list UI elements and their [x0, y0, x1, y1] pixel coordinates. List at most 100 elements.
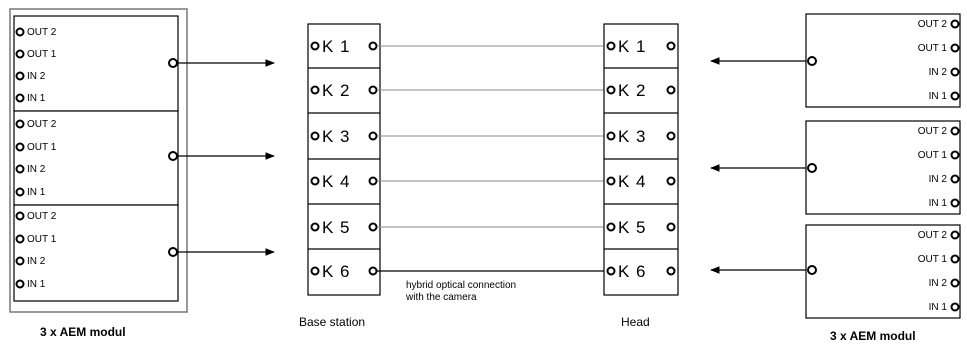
- left-module-1-output-port: [168, 58, 178, 68]
- right-group-caption: 3 x AEM modul: [830, 329, 916, 343]
- left-module-2-port-in1: [15, 187, 25, 197]
- left-module-1-label-out1: OUT 1: [27, 49, 57, 60]
- left-aem-module-2: OUT 2 OUT 1 IN 2 IN 1: [13, 110, 179, 206]
- head-k3-label: K 3: [618, 127, 647, 146]
- right-module-1-port-in2: [950, 67, 960, 77]
- right-module-2-label-in2: IN 2: [929, 174, 948, 185]
- right-module-3-port-out2: [950, 230, 960, 240]
- left-module-3-label-in2: IN 2: [27, 256, 46, 267]
- right-module-2-label-out2: OUT 2: [918, 126, 948, 137]
- left-aem-module-2-frame: [13, 110, 179, 206]
- left-module-3-port-out2: [15, 211, 25, 221]
- base-station-caption: Base station: [299, 315, 365, 329]
- right-module-3-label-out1: OUT 1: [918, 254, 948, 265]
- right-module-1-port-out1: [950, 43, 960, 53]
- head-k5-label: K 5: [618, 218, 647, 237]
- head-k1-label: K 1: [618, 37, 647, 56]
- base-k6-out-port: [368, 266, 378, 276]
- base-k5-out-port: [368, 222, 378, 232]
- left-module-1-port-out2: [15, 27, 25, 37]
- left-module-2-port-in2: [15, 164, 25, 174]
- right-module-1-label-in1: IN 1: [929, 91, 948, 102]
- left-module-2-label-in1: IN 1: [27, 187, 46, 198]
- head-k6-label: K 6: [618, 262, 647, 281]
- base-k3-in-port: [310, 131, 320, 141]
- left-group-caption: 3 x AEM modul: [40, 325, 126, 339]
- left-module-3-label-in1: IN 1: [27, 279, 46, 290]
- base-k6-in-port: [310, 266, 320, 276]
- right-module-3-port-out1: [950, 254, 960, 264]
- right-module-2-label-out1: OUT 1: [918, 150, 948, 161]
- base-k3-label: K 3: [322, 127, 351, 146]
- right-module-1-label-in2: IN 2: [929, 67, 948, 78]
- right-module-2-port-out2: [950, 126, 960, 136]
- head-k1-in-port: [606, 41, 616, 51]
- left-module-2-port-out2: [15, 119, 25, 129]
- head-k4-in-port: [606, 176, 616, 186]
- left-module-3-label-out1: OUT 1: [27, 234, 57, 245]
- left-module-2-output-port: [168, 151, 178, 161]
- head-k6-out-port: [666, 266, 676, 276]
- right-module-2-input-port: [807, 163, 817, 173]
- right-module-1-port-out2: [950, 19, 960, 29]
- left-module-2-port-out1: [15, 142, 25, 152]
- connection-note-line-1: hybrid optical connection: [406, 280, 516, 291]
- left-module-3-port-in2: [15, 256, 25, 266]
- head-k4-label: K 4: [618, 172, 647, 191]
- right-module-2-label-in1: IN 1: [929, 198, 948, 209]
- right-aem-module-3-frame: [805, 224, 961, 319]
- right-aem-module-3: OUT 2 OUT 1 IN 2 IN 1: [805, 224, 961, 319]
- head-k6-in-port: [606, 266, 616, 276]
- right-module-2-port-out1: [950, 150, 960, 160]
- head: K 1 K 2 K 3 K 4 K 5 K 6 Head: [603, 23, 679, 329]
- right-aem-group: OUT 2 OUT 1 IN 2 IN 1 OUT 2 OUT 1 IN 2 I…: [805, 13, 961, 343]
- left-module-1-label-in2: IN 2: [27, 71, 46, 82]
- head-k2-label: K 2: [618, 81, 647, 100]
- right-module-3-port-in1: [950, 302, 960, 312]
- base-k1-in-port: [310, 41, 320, 51]
- left-module-3-port-in1: [15, 279, 25, 289]
- left-module-2-label-in2: IN 2: [27, 164, 46, 175]
- base-station: K 1 K 2 K 3 K 4 K 5 K 6 Base station: [299, 23, 381, 329]
- left-module-3-label-out2: OUT 2: [27, 211, 57, 222]
- right-module-1-input-port: [807, 56, 817, 66]
- base-k4-in-port: [310, 176, 320, 186]
- right-module-3-port-in2: [950, 278, 960, 288]
- right-aem-module-2-frame: [805, 120, 961, 215]
- base-k5-label: K 5: [322, 218, 351, 237]
- head-k1-out-port: [666, 41, 676, 51]
- head-k3-out-port: [666, 131, 676, 141]
- head-k2-in-port: [606, 85, 616, 95]
- right-aem-module-1-frame: [805, 13, 961, 108]
- base-k3-out-port: [368, 131, 378, 141]
- base-k2-label: K 2: [322, 81, 351, 100]
- base-k2-in-port: [310, 85, 320, 95]
- left-module-2-label-out1: OUT 1: [27, 142, 57, 153]
- base-k1-label: K 1: [322, 37, 351, 56]
- head-k2-out-port: [666, 85, 676, 95]
- head-k3-in-port: [606, 131, 616, 141]
- left-aem-module-3: OUT 2 OUT 1 IN 2 IN 1: [13, 204, 179, 302]
- left-module-1-port-in2: [15, 71, 25, 81]
- left-aem-module-1-frame: [13, 15, 179, 112]
- base-k4-out-port: [368, 176, 378, 186]
- base-k5-in-port: [310, 222, 320, 232]
- head-k5-out-port: [666, 222, 676, 232]
- right-module-1-port-in1: [950, 91, 960, 101]
- right-module-3-input-port: [807, 265, 817, 275]
- head-k5-in-port: [606, 222, 616, 232]
- base-k2-out-port: [368, 85, 378, 95]
- left-module-3-output-port: [168, 247, 178, 257]
- left-module-1-label-out2: OUT 2: [27, 27, 57, 38]
- right-module-2-port-in2: [950, 174, 960, 184]
- right-module-1-label-out1: OUT 1: [918, 43, 948, 54]
- left-aem-module-3-frame: [13, 204, 179, 302]
- right-module-1-label-out2: OUT 2: [918, 19, 948, 30]
- left-module-1-label-in1: IN 1: [27, 93, 46, 104]
- base-k6-label: K 6: [322, 262, 351, 281]
- right-module-3-label-out2: OUT 2: [918, 230, 948, 241]
- head-k4-out-port: [666, 176, 676, 186]
- right-module-3-label-in1: IN 1: [929, 302, 948, 313]
- base-k1-out-port: [368, 41, 378, 51]
